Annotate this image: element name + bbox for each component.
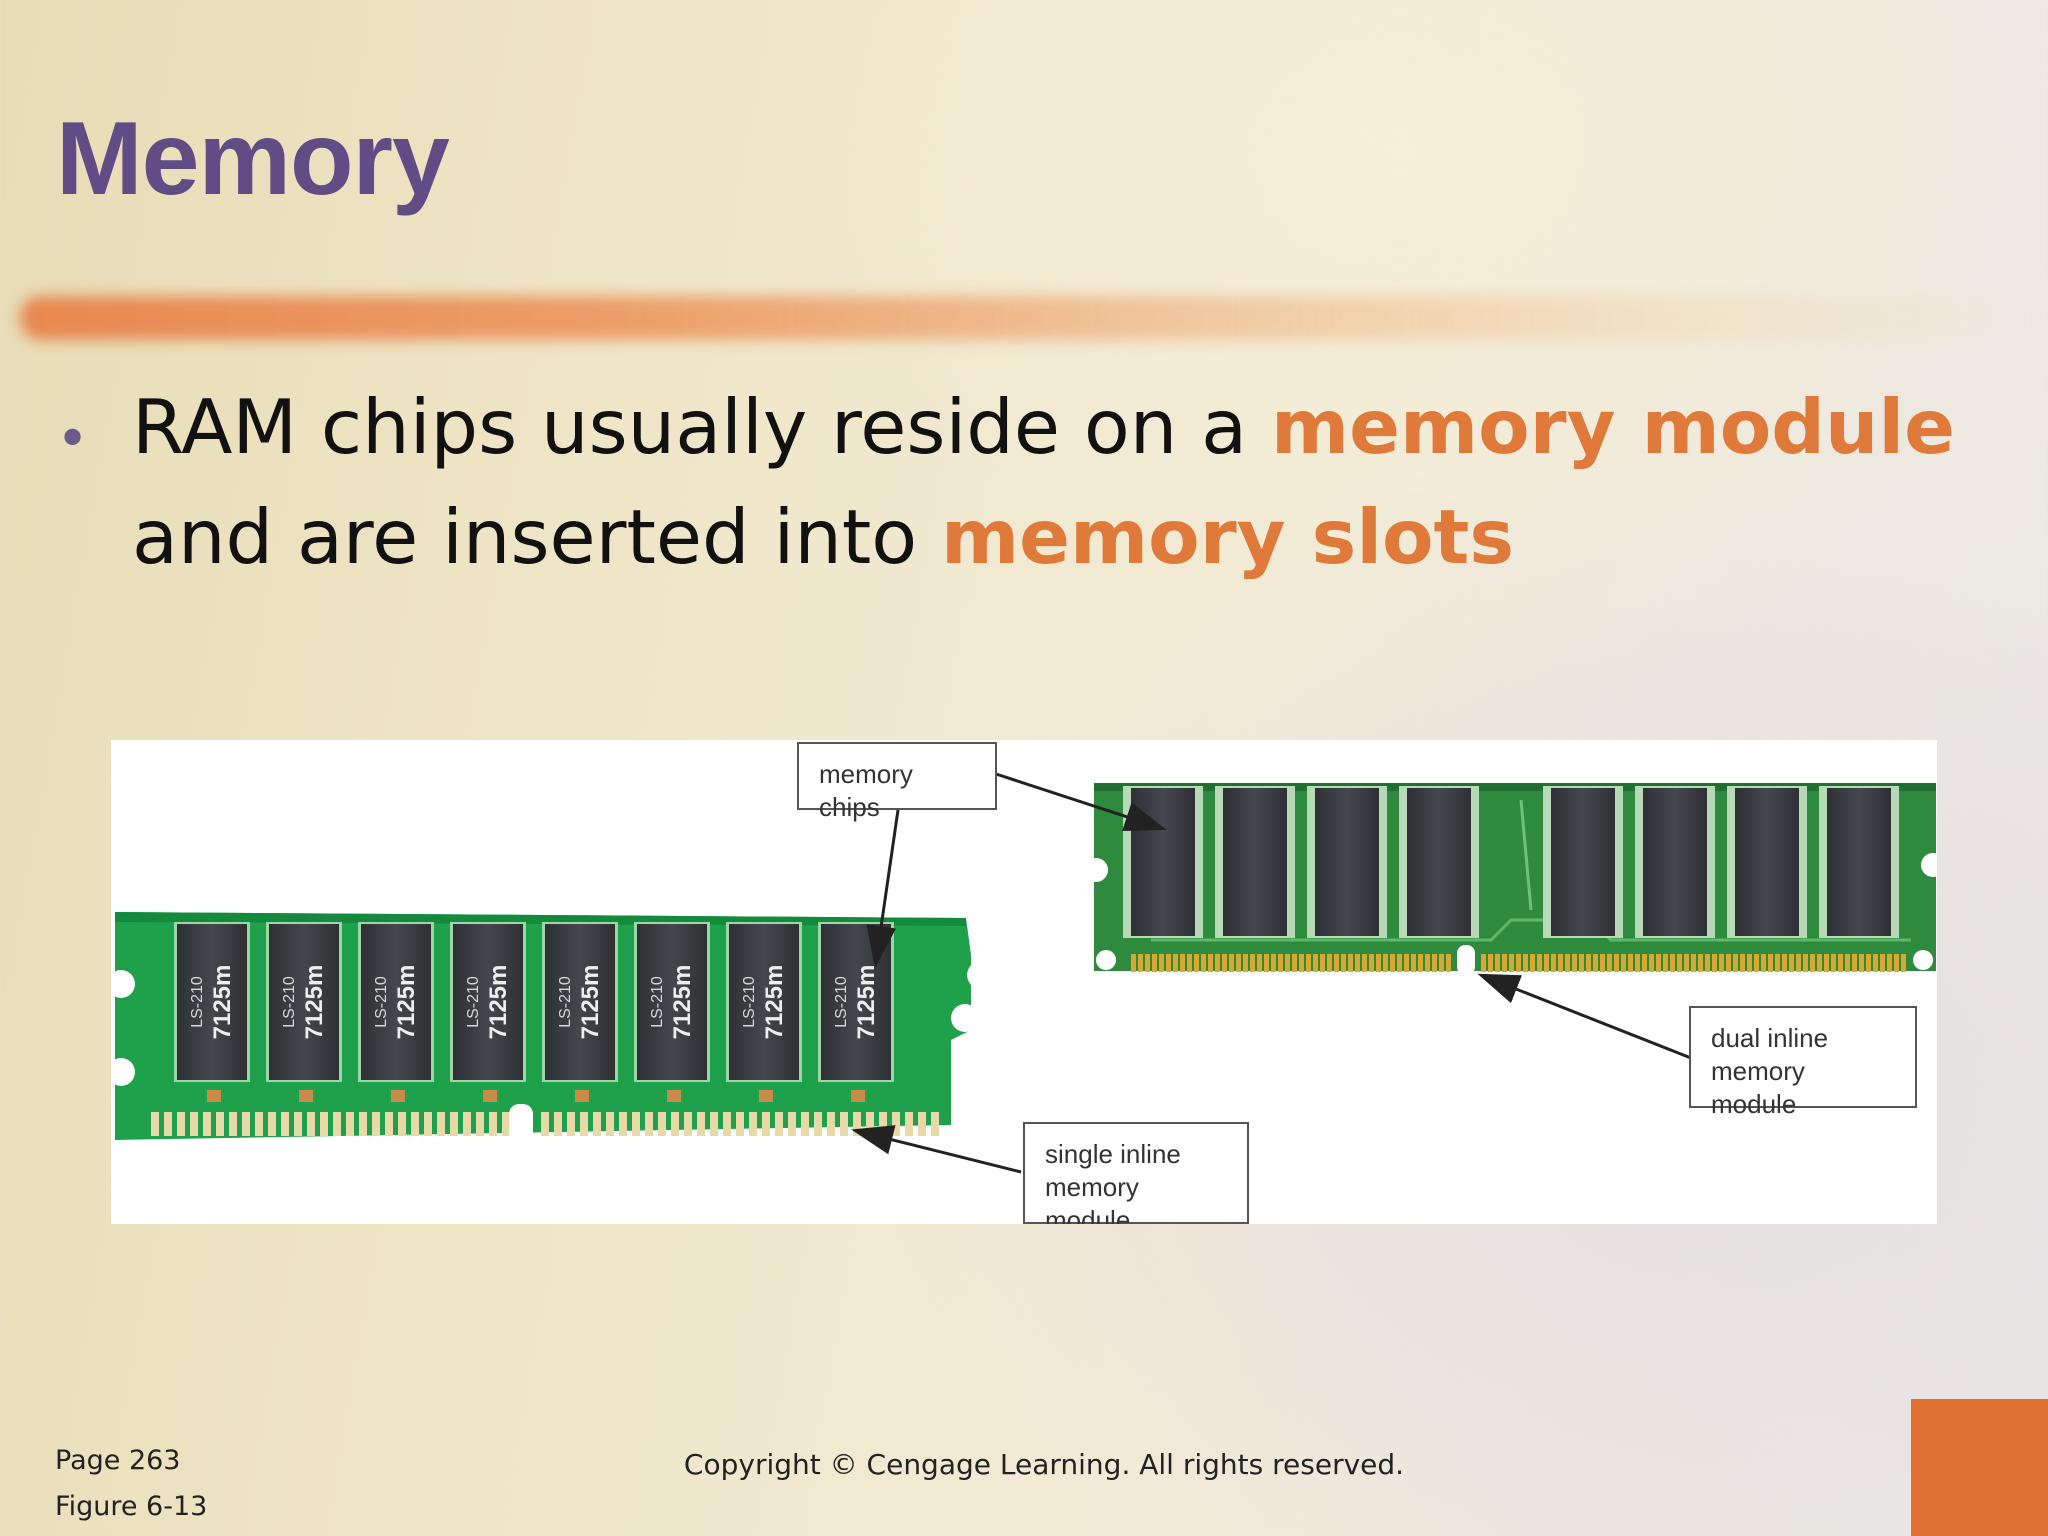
- chip-part-label: LS-210: [649, 976, 666, 1028]
- chip-part-label: LS-210: [281, 976, 298, 1028]
- chip-code-label: 7125m: [393, 965, 420, 1040]
- memory-slots-term: memory slots: [941, 493, 1515, 581]
- title-underline-bar: [20, 296, 2030, 340]
- dimm-memory-chip: [1307, 786, 1387, 938]
- memory-module-term: memory module: [1270, 383, 1955, 471]
- figure-reference: Figure 6-13: [55, 1491, 208, 1522]
- chip-part-label: LS-210: [189, 976, 206, 1028]
- page-number: Page 263: [55, 1445, 181, 1476]
- chip-code-label: 7125m: [669, 965, 696, 1040]
- dimm-memory-chip: [1819, 786, 1899, 938]
- dimm-memory-chip: [1215, 786, 1295, 938]
- chip-code-label: 7125m: [761, 965, 788, 1040]
- chip-code-label: 7125m: [485, 965, 512, 1040]
- dimm-memory-chip: [1123, 786, 1203, 938]
- callout-single-inline: single inline memory module: [1023, 1122, 1249, 1224]
- footer-reference: Page 263 Figure 6-13: [55, 1438, 207, 1530]
- callout-dual-line-2: memory module: [1711, 1056, 1805, 1119]
- chip-code-label: 7125m: [301, 965, 328, 1040]
- bullet-text: RAM chips usually reside on a memory mod…: [132, 372, 1972, 592]
- copyright-notice: Copyright © Cengage Learning. All rights…: [683, 1448, 1405, 1481]
- corner-accent-box: [1911, 1399, 2048, 1536]
- dual-inline-memory-module: [1084, 783, 1937, 975]
- callout-memory-chips: memory chips: [797, 742, 997, 822]
- memory-chips-arrow-right: [995, 772, 1167, 832]
- chip-code-label: 7125m: [209, 965, 236, 1040]
- chip-part-label: LS-210: [557, 976, 574, 1028]
- callout-dual-inline: dual inline memory module: [1689, 1006, 1917, 1119]
- chip-part-label: LS-210: [373, 976, 390, 1028]
- chip-code-label: 7125m: [853, 965, 880, 1040]
- dimm-arrow: [1477, 973, 1692, 1060]
- callout-dual-line-1: dual inline: [1711, 1023, 1829, 1053]
- bullet-text-part-2: and are inserted into: [132, 493, 941, 581]
- dimm-memory-chip: [1635, 786, 1715, 938]
- simm-arrow: [851, 1125, 1022, 1174]
- dimm-memory-chip: [1543, 786, 1623, 938]
- callout-single-line-2: memory module: [1045, 1172, 1139, 1224]
- dimm-memory-chip: [1727, 786, 1807, 938]
- slide-title: Memory: [56, 101, 450, 217]
- bullet-text-part-1: RAM chips usually reside on a: [132, 383, 1271, 471]
- dimm-memory-chip: [1399, 786, 1479, 938]
- memory-chips-arrow-left: [866, 809, 900, 968]
- chip-part-label: LS-210: [465, 976, 482, 1028]
- chip-code-label: 7125m: [577, 965, 604, 1040]
- callout-memory-chips-text: memory chips: [819, 759, 913, 822]
- bullet-icon: •: [56, 407, 90, 472]
- chip-part-label: LS-210: [833, 976, 850, 1028]
- callout-single-line-1: single inline: [1045, 1139, 1181, 1169]
- chip-part-label: LS-210: [741, 976, 758, 1028]
